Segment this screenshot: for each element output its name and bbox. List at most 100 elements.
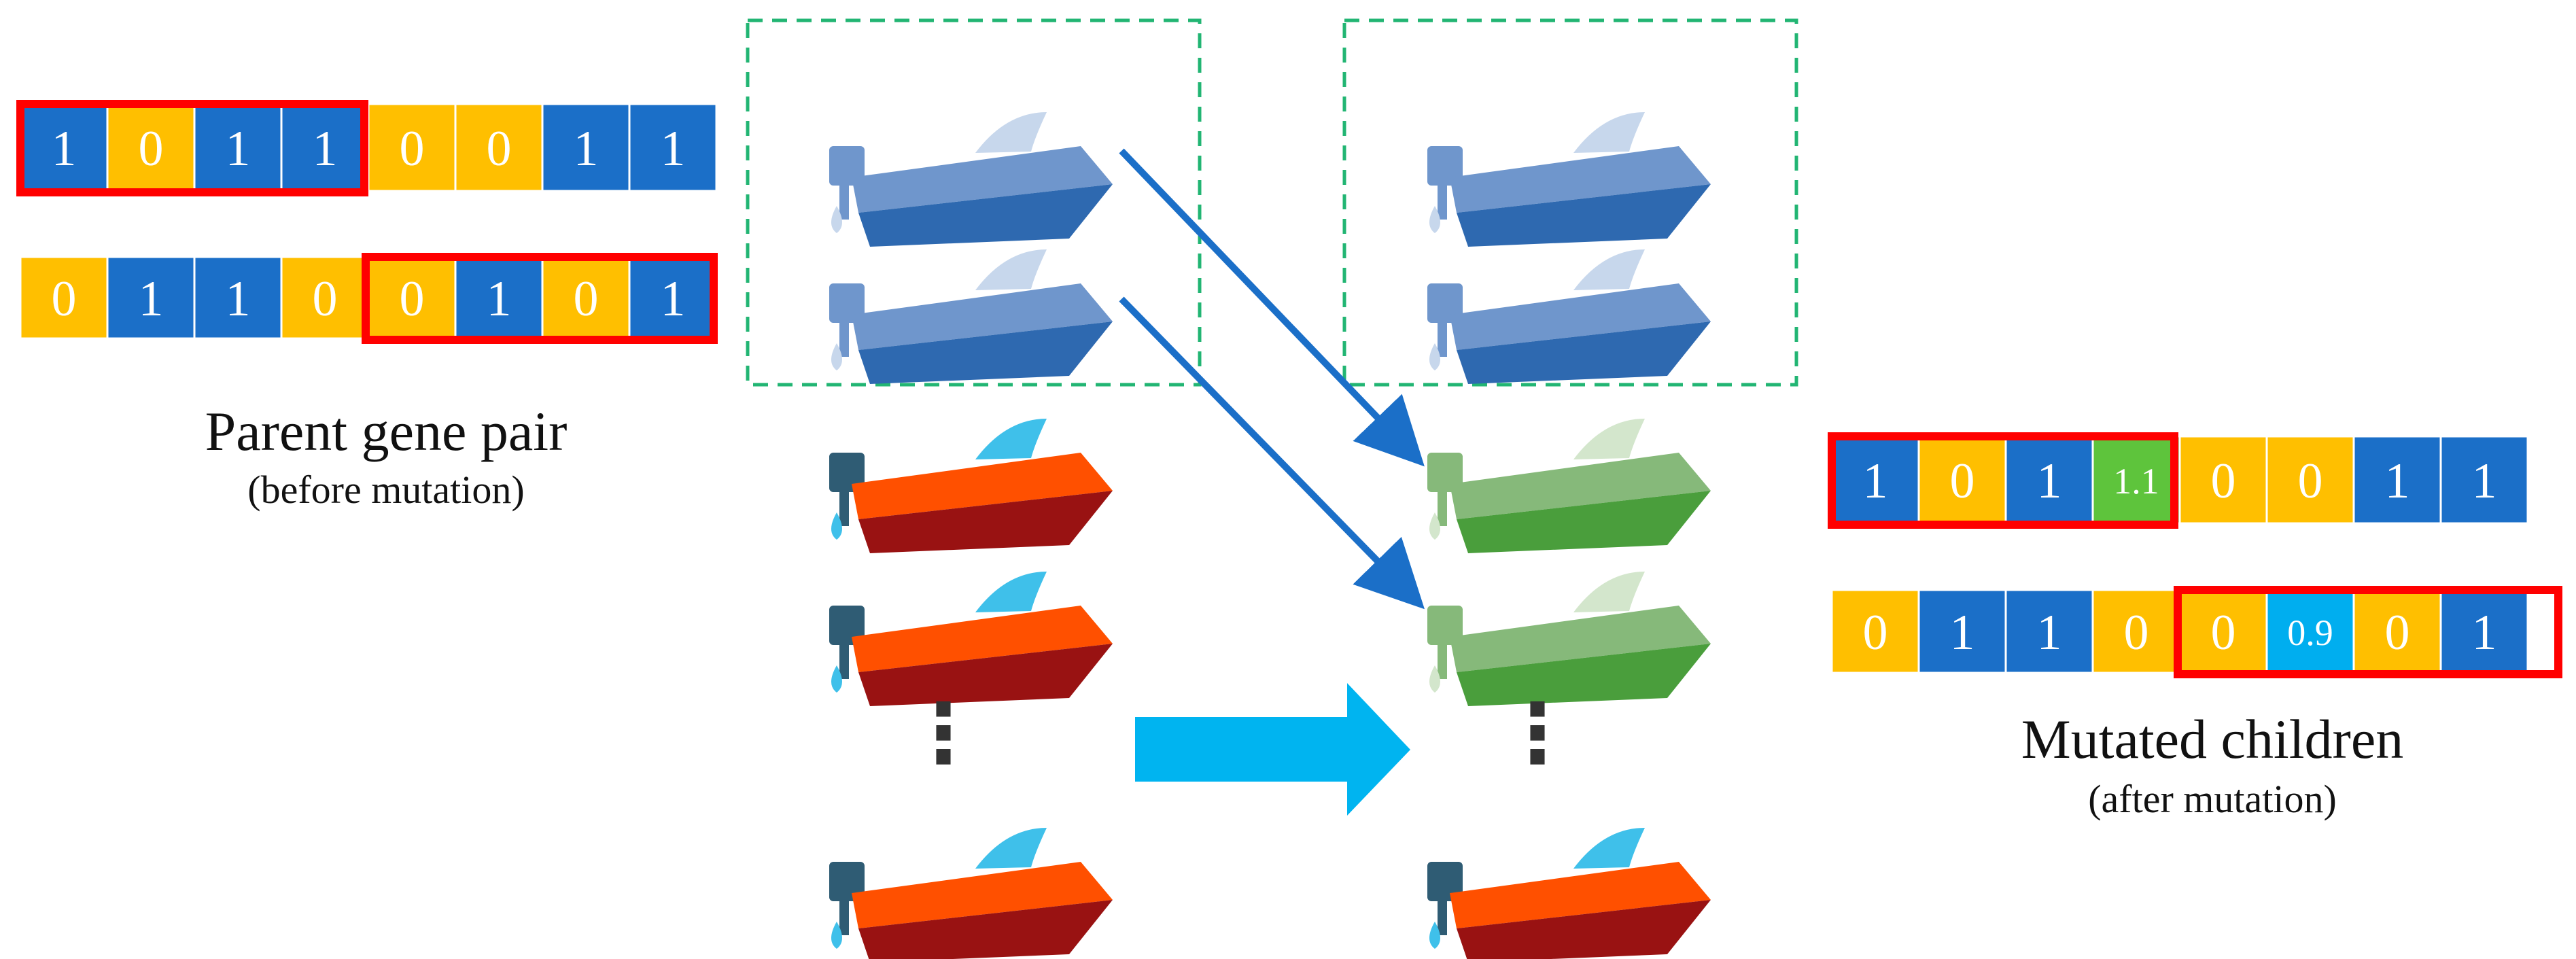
gene-cell-bg <box>19 256 109 340</box>
gene-value: 0 <box>400 271 425 327</box>
selection-box-right <box>1342 18 1798 387</box>
gene-value: 0 <box>2211 453 2236 509</box>
green-boat-icon <box>1427 572 1711 706</box>
gene-value: 0 <box>487 121 512 177</box>
blue-boat-icon <box>1427 112 1711 247</box>
gene-value: 1.1 <box>2113 461 2159 502</box>
selection-box-left <box>746 18 1202 387</box>
gene-value: 0 <box>2211 605 2236 661</box>
gene-value: 1 <box>2037 453 2062 509</box>
gene-cell: 1 <box>2439 589 2529 674</box>
gene-cell: 1 <box>541 103 631 192</box>
orange-boat-icon <box>829 419 1113 553</box>
process-arrow <box>1135 683 1410 816</box>
gene-value: 1 <box>1950 605 1975 661</box>
gene-value: 0 <box>2385 605 2410 661</box>
gene-cell: 0 <box>541 256 631 340</box>
gene-cell-bg <box>2439 589 2529 674</box>
gene-value: 1 <box>2472 605 2497 661</box>
gene-value: 0 <box>400 121 425 177</box>
gene-value: 0 <box>574 271 599 327</box>
gene-cell: 1 <box>19 103 109 192</box>
gene-cell: 0 <box>2091 589 2181 674</box>
gene-cell: 0 <box>2265 435 2355 525</box>
gene-value: 1 <box>574 121 599 177</box>
gene-value: 0 <box>52 271 77 327</box>
gene-cell: 1 <box>106 256 196 340</box>
gene-value: 1 <box>313 121 338 177</box>
ellipsis-right: ⋮ <box>1497 686 1578 781</box>
gene-cell-bg <box>2352 435 2442 525</box>
gene-cell: 1 <box>628 256 718 340</box>
gene-cell-bg <box>454 103 544 192</box>
gene-value: 1 <box>2385 453 2410 509</box>
gene-value: 1 <box>661 121 686 177</box>
gene-value: 1 <box>661 271 686 327</box>
gene-cell: 1 <box>1917 589 2007 674</box>
parent-title: Parent gene pair <box>205 400 568 462</box>
blue-boat-icon <box>829 112 1113 247</box>
gene-cell-bg <box>2004 435 2094 525</box>
gene-value: 1 <box>52 121 77 177</box>
gene-value: 0 <box>1863 605 1888 661</box>
gene-cell-bg <box>541 256 631 340</box>
gene-cell: 0.9 <box>2265 589 2355 674</box>
gene-cell-bg <box>19 103 109 192</box>
gene-cell-bg <box>367 103 457 192</box>
gene-cell: 0 <box>19 256 109 340</box>
gene-value: 1 <box>2037 605 2062 661</box>
gene-value: 0 <box>313 271 338 327</box>
orange-boat-icon <box>829 572 1113 706</box>
ellipsis-left: ⋮ <box>903 686 984 781</box>
gene-value: 1 <box>226 271 251 327</box>
gene-cell-bg <box>106 256 196 340</box>
gene-cell-bg <box>1830 589 1920 674</box>
child-subtitle: (after mutation) <box>2088 777 2337 821</box>
parent-gene-row-b: 0 1 1 0 0 1 0 1 <box>19 256 718 340</box>
gene-cell: 1 <box>2004 435 2094 525</box>
gene-cell: 0 <box>367 103 457 192</box>
gene-cell: 0 <box>2178 589 2268 674</box>
gene-cell: 1.1 <box>2091 435 2181 525</box>
gene-cell: 0 <box>1917 435 2007 525</box>
crossover-box-child-b <box>2174 586 2562 678</box>
gene-cell: 1 <box>2352 435 2442 525</box>
gene-value: 0 <box>2124 605 2149 661</box>
gene-cell-bg <box>454 256 544 340</box>
blue-boat-icon <box>829 249 1113 384</box>
gene-cell: 0 <box>454 103 544 192</box>
child-title: Mutated children <box>2021 708 2403 770</box>
gene-value: 0 <box>1950 453 1975 509</box>
gene-cell: 1 <box>454 256 544 340</box>
child-gene-row-b: 0 1 1 0 0 0.9 0 1 <box>1830 589 2529 674</box>
population-left <box>829 112 1113 959</box>
gene-value: 0 <box>2298 453 2323 509</box>
crossover-box-parent-a <box>16 100 368 196</box>
gene-cell: 1 <box>280 103 370 192</box>
gene-value: 1 <box>139 271 164 327</box>
population-right <box>1427 112 1711 959</box>
crossover-box-parent-b <box>362 253 718 344</box>
gene-value: 0 <box>139 121 164 177</box>
orange-boat-icon <box>829 828 1113 959</box>
gene-cell: 1 <box>628 103 718 192</box>
gene-value: 1 <box>2472 453 2497 509</box>
gene-value: 0.9 <box>2287 612 2333 653</box>
mutation-arrow-2 <box>1119 296 1425 610</box>
gene-cell-bg <box>2178 435 2268 525</box>
gene-cell-bg <box>2439 435 2529 525</box>
green-boat-icon <box>1427 419 1711 553</box>
gene-cell: 0 <box>280 256 370 340</box>
gene-cell: 0 <box>106 103 196 192</box>
gene-cell: 1 <box>2004 589 2094 674</box>
gene-value: 1 <box>487 271 512 327</box>
orange-boat-icon <box>1427 828 1711 959</box>
gene-cell: 1 <box>193 103 283 192</box>
crossover-box-child-a <box>1828 432 2178 529</box>
gene-cell: 0 <box>2352 589 2442 674</box>
parent-gene-row-a: 1 0 1 1 0 0 1 1 <box>19 103 718 192</box>
gene-cell-bg <box>1830 435 1920 525</box>
gene-value: 1 <box>226 121 251 177</box>
